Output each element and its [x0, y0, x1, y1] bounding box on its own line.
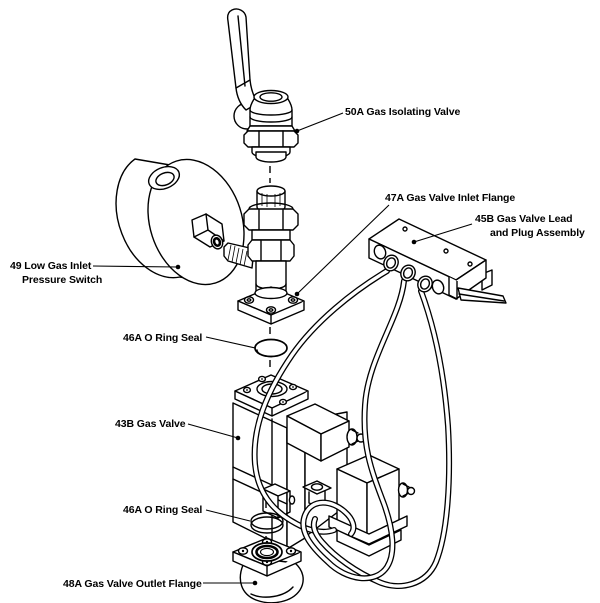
label-gas-valve-lead-line1: 45B Gas Valve Lead: [475, 213, 573, 225]
label-gas-valve-outlet-flange: 48A Gas Valve Outlet Flange: [63, 578, 202, 590]
leader-lines: [93, 113, 472, 586]
label-oring-seal-upper: 46A O Ring Seal: [123, 332, 203, 344]
label-low-gas-inlet-pressure-switch: 49 Low Gas Inlet Pressure Switch: [10, 260, 102, 287]
outlet-flange-drawing: [233, 538, 303, 603]
label-pressure-switch-line1: 49 Low Gas Inlet: [10, 260, 92, 272]
label-gas-valve: 43B Gas Valve: [115, 418, 186, 430]
label-gas-valve-inlet-flange: 47A Gas Valve Inlet Flange: [385, 192, 516, 204]
label-oring-seal-lower: 46A O Ring Seal: [123, 504, 203, 516]
label-pressure-switch-line2: Pressure Switch: [22, 273, 103, 286]
inlet-flange-drawing: [224, 186, 304, 338]
wires-drawing: [255, 253, 449, 586]
gas-isolating-valve-drawing: [228, 9, 298, 183]
label-gas-isolating-valve: 50A Gas Isolating Valve: [345, 106, 461, 118]
label-gas-valve-lead-line2: and Plug Assembly: [490, 226, 585, 239]
label-gas-valve-lead-plug-assembly: 45B Gas Valve Lead and Plug Assembly: [475, 213, 585, 240]
cable-glands: [381, 253, 434, 294]
pressure-switch-drawing: [116, 147, 259, 297]
